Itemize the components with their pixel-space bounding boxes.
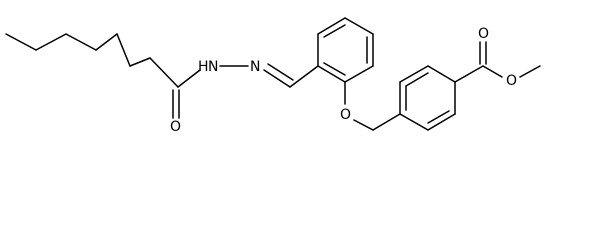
bond-c7-c8: [149, 57, 179, 88]
atom-label-n: N: [250, 59, 260, 75]
atom-label-h: H: [198, 59, 209, 75]
hydrazide-group: [172, 63, 319, 119]
ring2-bond-b: [427, 113, 456, 131]
ring1-bond-e: [344, 65, 374, 83]
atom-label-ether-o: O: [340, 107, 351, 123]
benzene-ring-1: [317, 17, 374, 83]
ring1-double-1: [323, 24, 346, 38]
bond-n-ch-double: [263, 69, 291, 88]
ring1-bond-f: [317, 65, 346, 83]
bond-ring-cester: [454, 65, 484, 83]
bond-c1-c2: [5, 33, 37, 51]
bond-c-nh: [177, 69, 201, 88]
bond-o-ch2: [353, 119, 374, 131]
atom-labels: H N N O O O O: [170, 26, 517, 135]
bond-ch-ring: [289, 65, 319, 88]
ring1-double-3: [323, 62, 346, 76]
structure-canvas: H N N O O O O: [5, 17, 541, 135]
bond-n-ch-double-2: [267, 63, 294, 81]
ether-linkage: [344, 81, 401, 131]
benzene-ring-2: [399, 65, 456, 131]
bond-cester-o: [482, 65, 503, 78]
ring2-double-2: [405, 72, 429, 87]
ring2-bond-d: [427, 65, 456, 83]
ring1-bond-c: [344, 17, 374, 35]
bond-c3-c4: [65, 33, 97, 51]
ring2-bond-e: [399, 65, 429, 83]
bond-c4-c5: [95, 33, 118, 51]
atom-label-nh: N: [208, 59, 218, 75]
molecule-drawing: H N N O O O O: [5, 17, 541, 135]
ring2-bond-a: [399, 113, 429, 131]
alkyl-chain: [5, 33, 179, 88]
bond-c2-c3: [35, 33, 67, 51]
bond-ch2-ring2: [372, 113, 401, 131]
ring2-double-1: [427, 110, 450, 124]
atom-label-ester-alkoxy-o: O: [506, 73, 517, 89]
bond-c6-c7: [129, 57, 151, 67]
atom-label-amide-o: O: [170, 119, 181, 135]
atom-label-ester-carbonyl-o: O: [478, 26, 489, 42]
methyl-ester: [454, 41, 541, 83]
bond-c5-c6: [116, 33, 131, 67]
bond-o-methyl: [519, 65, 541, 78]
ring1-bond-b: [317, 17, 346, 35]
